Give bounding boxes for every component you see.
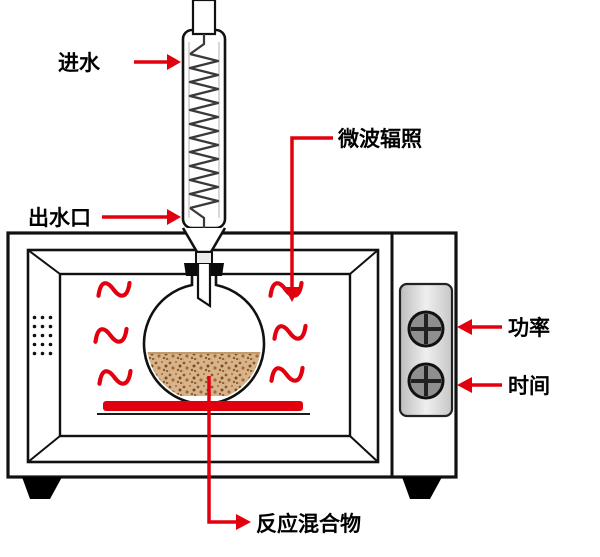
label-water-inlet: 进水: [58, 52, 101, 75]
clamp-right: [207, 263, 224, 276]
water-inlet-arrowhead: [167, 54, 181, 70]
microwave-wave-symbols: [93, 280, 308, 386]
microwave-oven: [6, 231, 458, 499]
diagram-labels: 进水 微波辐照 出水口 功率 时间 反应混合物: [28, 52, 550, 536]
oven-foot-right: [402, 477, 442, 499]
wave-icon: [97, 368, 133, 386]
condenser-tip-tube: [196, 264, 212, 309]
irradiation-pointer-line: [290, 136, 333, 289]
water-outlet-arrowhead: [167, 209, 181, 225]
cavity-edge-top-left: [27, 249, 61, 275]
mixture-pointer-line: [207, 376, 238, 524]
turntable-plate: [97, 401, 310, 415]
power-knob: [407, 310, 445, 348]
cavity-edge-bottom-left: [27, 435, 61, 463]
cavity-edge-top-right: [349, 249, 379, 275]
power-arrowhead: [457, 319, 472, 335]
annotation-lines: [102, 60, 502, 524]
round-bottom-flask: [142, 276, 266, 406]
reaction-mixture-fill: [147, 352, 261, 396]
turntable-bar: [103, 401, 303, 411]
annotation-arrowheads: [167, 54, 472, 530]
time-arrowhead: [457, 377, 472, 393]
wave-icon: [93, 326, 129, 344]
condenser-top-tube: [191, 0, 217, 36]
irradiation-arrowhead: [284, 287, 300, 302]
label-time: 时间: [508, 375, 550, 398]
oven-foot-left: [22, 477, 62, 499]
label-water-outlet: 出水口: [28, 207, 91, 230]
label-microwave-irradiation: 微波辐照: [337, 127, 422, 151]
oven-outer-body: [6, 231, 458, 479]
clamp-left: [184, 263, 201, 276]
coil-inlet-link: [189, 34, 206, 55]
wave-icon: [272, 323, 308, 341]
condenser-cone: [181, 227, 227, 254]
wave-icon: [96, 280, 132, 298]
vent-grid: [30, 314, 56, 356]
label-power: 功率: [508, 316, 550, 340]
cavity-edge-bottom-right: [349, 435, 379, 463]
joint-collar: [195, 251, 213, 265]
time-knob: [407, 362, 445, 400]
condenser-coil: [188, 52, 220, 210]
wave-icon: [269, 365, 305, 383]
mixture-arrowhead: [236, 514, 251, 530]
coil-condenser: [181, 0, 227, 309]
label-reaction-mixture: 反应混合物: [256, 512, 361, 536]
